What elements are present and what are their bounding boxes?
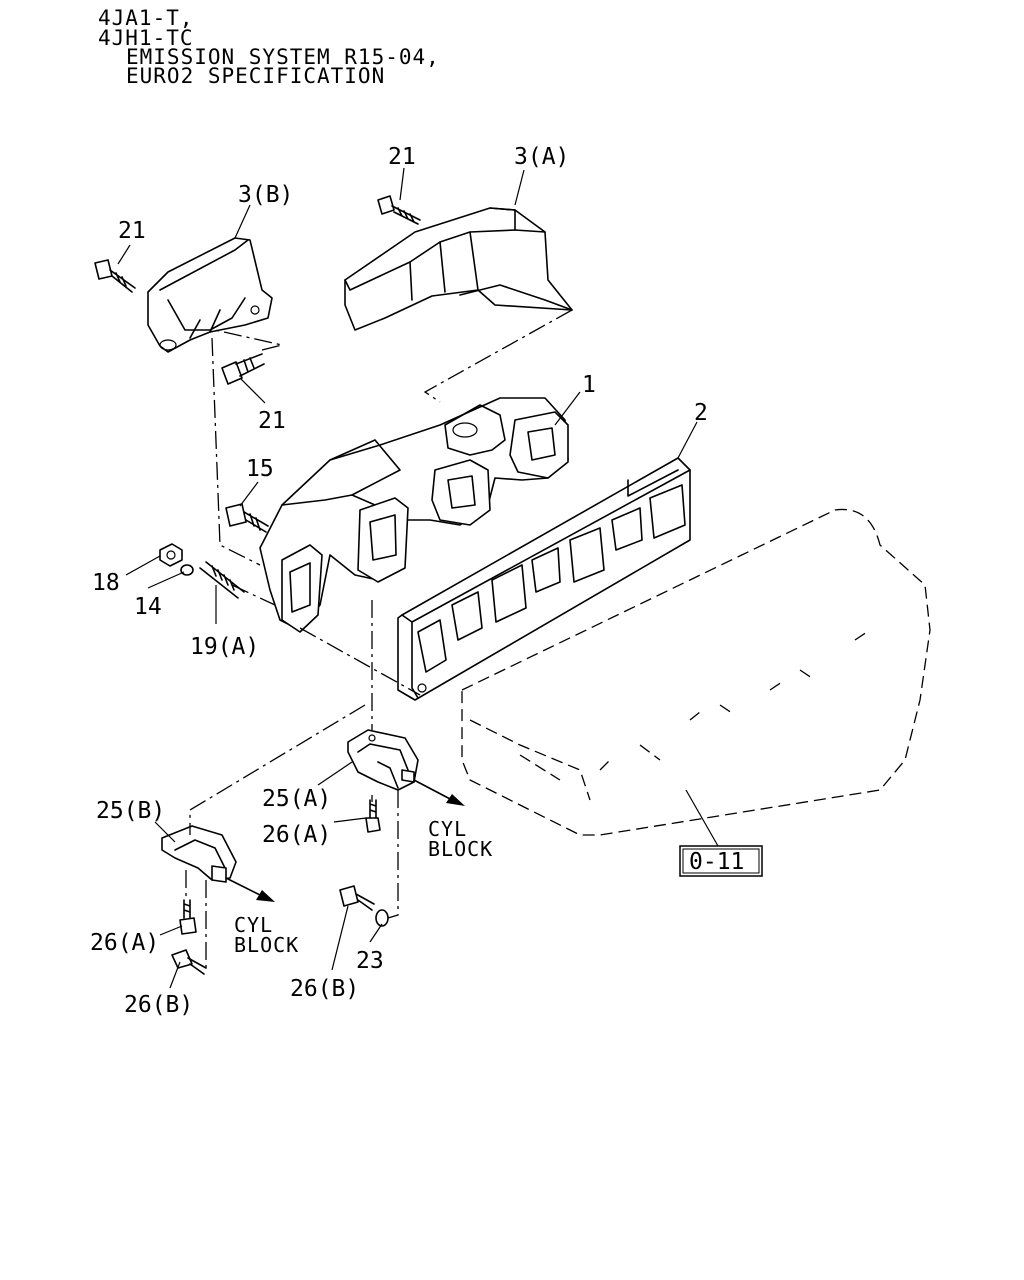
bolt-26b-mid bbox=[339, 885, 375, 911]
heat-shield-3b bbox=[147, 237, 273, 353]
heat-shield-3a bbox=[344, 207, 573, 331]
callout-25b: 25(B) bbox=[96, 798, 165, 824]
callout-1: 1 bbox=[582, 372, 596, 398]
bolt-26a-low bbox=[179, 899, 197, 935]
callout-25a: 25(A) bbox=[262, 786, 331, 812]
callout-3a: 3(A) bbox=[514, 144, 569, 170]
note-cyl-left: CYL bbox=[234, 913, 273, 937]
reference-box-0-11[interactable]: 0-11 bbox=[679, 845, 763, 877]
callout-19a: 19(A) bbox=[190, 634, 259, 660]
exhaust-manifold-1 bbox=[259, 397, 569, 633]
arrow-cyl-block-left bbox=[225, 877, 275, 902]
header-line-3: EMISSION SYSTEM R15-04, bbox=[126, 45, 440, 69]
callout-2: 2 bbox=[694, 400, 708, 426]
bolt-15 bbox=[225, 503, 269, 533]
callout-26a-low: 26(A) bbox=[90, 930, 159, 956]
callout-15: 15 bbox=[246, 456, 274, 482]
bolt-26a-mid bbox=[365, 799, 381, 833]
nut-18 bbox=[159, 543, 183, 567]
header-line-4: EURO2 SPECIFICATION bbox=[126, 64, 386, 88]
exhaust-gasket-2 bbox=[397, 457, 691, 701]
callout-14: 14 bbox=[134, 594, 162, 620]
callout-21-left: 21 bbox=[118, 218, 146, 244]
bolt-21-left bbox=[94, 259, 136, 293]
callout-18: 18 bbox=[92, 570, 120, 596]
callout-26a-mid: 26(A) bbox=[262, 822, 331, 848]
bolt-21-mid bbox=[221, 353, 265, 385]
callout-21-mid: 21 bbox=[258, 408, 286, 434]
callout-26b-low: 26(B) bbox=[124, 992, 193, 1018]
callout-23: 23 bbox=[356, 948, 384, 974]
bolt-26b-low bbox=[171, 949, 207, 975]
header-line-2: 4JH1-TC bbox=[98, 26, 194, 50]
note-block-right: BLOCK bbox=[428, 837, 493, 861]
washer-23 bbox=[375, 909, 389, 927]
callout-3b: 3(B) bbox=[238, 182, 293, 208]
callout-21-top: 21 bbox=[388, 144, 416, 170]
cylinder-head-phantom bbox=[461, 508, 931, 836]
note-cyl-right: CYL bbox=[428, 817, 467, 841]
bolt-21-top bbox=[377, 195, 421, 225]
note-block-left: BLOCK bbox=[234, 933, 299, 957]
header-line-1: 4JA1-T, bbox=[98, 6, 194, 30]
bracket-25a bbox=[347, 729, 419, 791]
leader-lines bbox=[117, 167, 719, 989]
callout-26b-mid: 26(B) bbox=[290, 976, 359, 1002]
washer-14 bbox=[180, 564, 194, 576]
assembly-lines bbox=[185, 309, 573, 968]
arrow-cyl-block-right bbox=[413, 779, 465, 806]
stud-19a bbox=[199, 561, 245, 599]
reference-box-label: 0-11 bbox=[689, 849, 744, 875]
bracket-25b bbox=[161, 825, 237, 883]
